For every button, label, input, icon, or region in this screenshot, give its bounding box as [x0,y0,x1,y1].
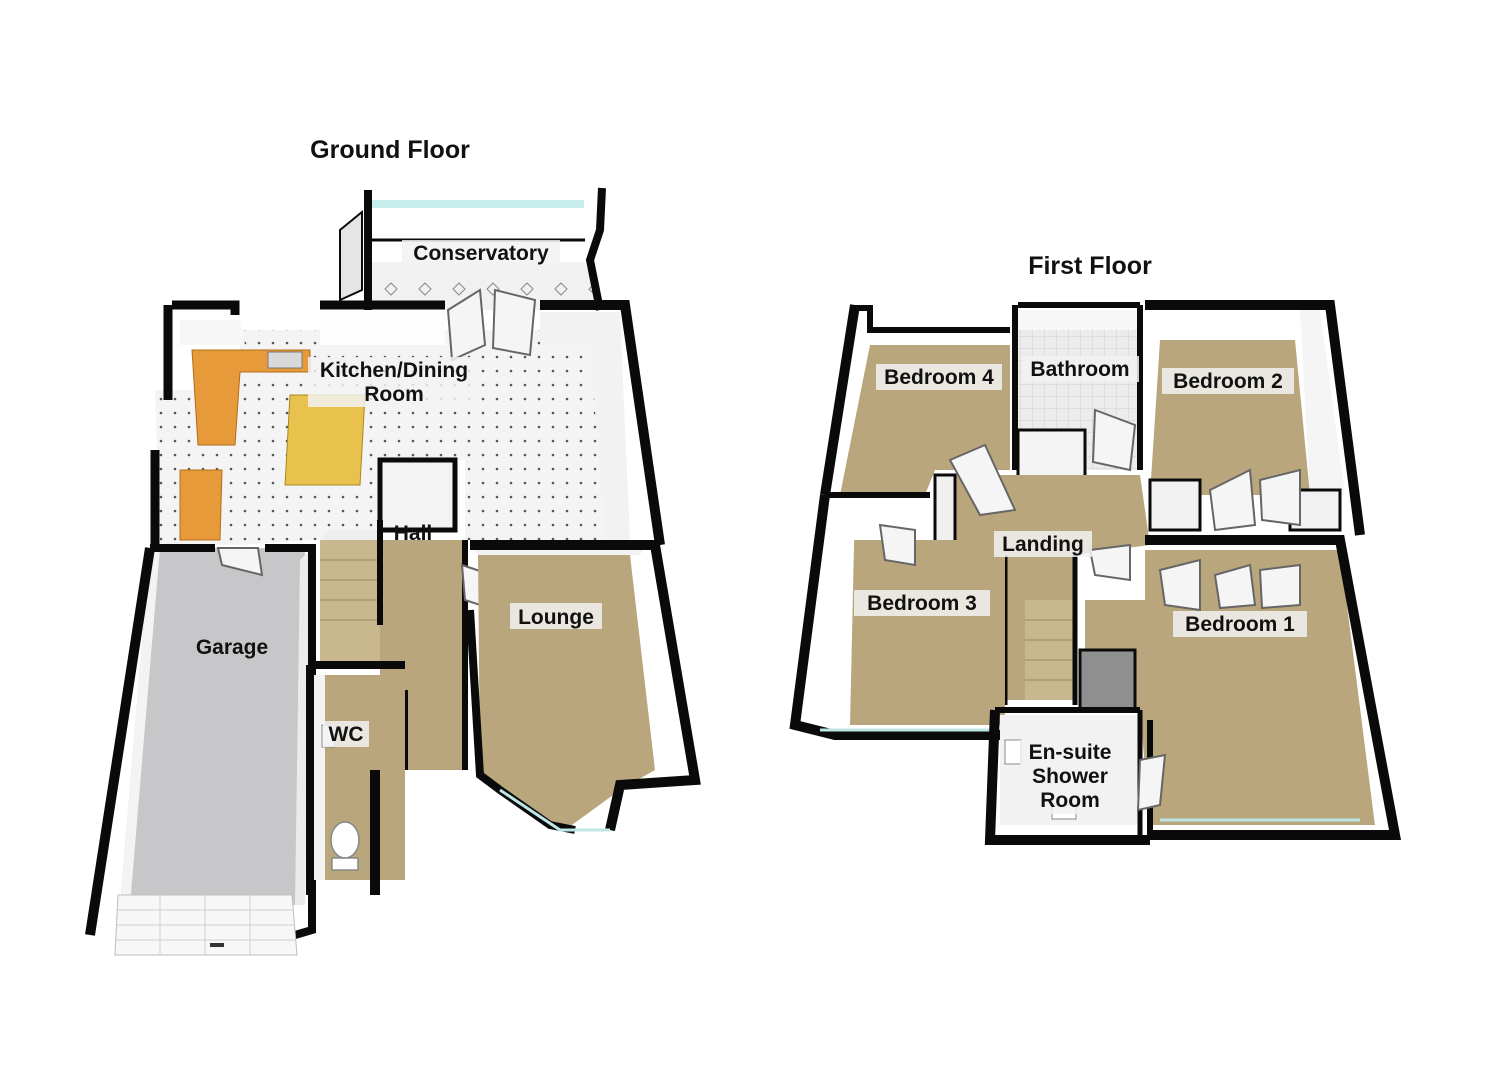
ensuite-label-line2: Shower [1032,765,1108,788]
hall-label: Hall [394,522,433,545]
ground-floor-plan [85,187,701,956]
bedroom-2-label: Bedroom 2 [1173,370,1283,393]
lounge-room [466,540,701,834]
garage-label: Garage [196,636,268,659]
ensuite-label-line1: En-suite [1029,741,1112,764]
kitchen-label-line2: Room [364,383,424,406]
lounge-label: Lounge [518,606,594,629]
bathroom-door [1091,408,1137,472]
garage-door [114,894,298,956]
kitchen-worktop [191,349,311,446]
bathroom-label: Bathroom [1030,358,1129,381]
kitchen-sink [267,351,303,369]
landing-door-3 [1088,543,1131,582]
bedroom-3-room [789,492,1005,740]
french-door-left [446,288,487,362]
bedroom-4-label: Bedroom 4 [884,366,994,389]
kitchen-dining-room [150,288,665,546]
wc-label: WC [329,723,364,746]
conservatory-label: Conservatory [413,242,549,265]
ground-floor-title: Ground Floor [310,136,470,164]
toilet-icon [330,821,360,871]
french-door-right [491,288,537,357]
first-floor-staircase [1025,600,1075,700]
wc-room [306,661,405,895]
garage-room [85,544,316,956]
landing-label: Landing [1002,533,1084,556]
first-floor-title: First Floor [1028,252,1152,280]
kitchen-label-line1: Kitchen/Dining [320,359,468,382]
bedroom-1-label: Bedroom 1 [1185,613,1295,636]
ensuite-basin [1004,739,1022,765]
staircase [320,530,380,665]
bedroom-3-label: Bedroom 3 [867,592,977,615]
landing-door-1 [948,443,1017,517]
bedroom-2-room [1145,300,1365,536]
kitchen-island [284,394,366,486]
ensuite-label-line3: Room [1040,789,1100,812]
bathroom-room [1016,302,1143,482]
